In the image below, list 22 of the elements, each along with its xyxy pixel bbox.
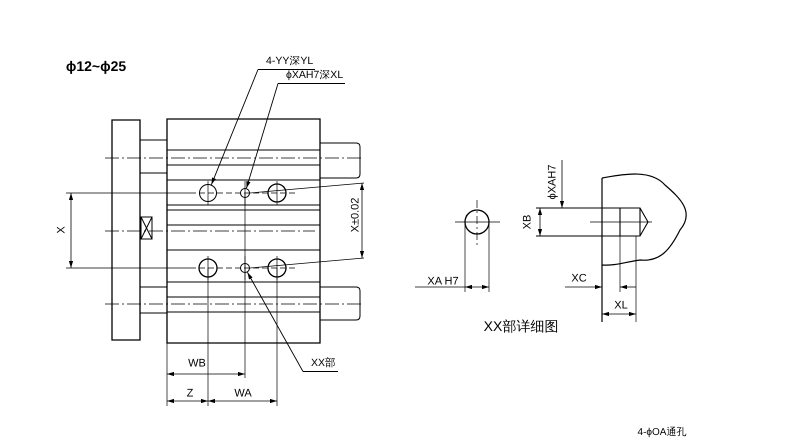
- dimension-label: WB: [188, 358, 206, 370]
- dimension-label: XC: [571, 274, 587, 284]
- leader-line: [246, 83, 278, 189]
- dimension-label: Z: [186, 388, 194, 400]
- dimension-label: XL: [614, 300, 628, 312]
- dimension-label: ϕXAH7: [548, 164, 558, 200]
- callout-text: XX部: [303, 358, 338, 372]
- hole-circle: [240, 188, 250, 198]
- hole-circle: [199, 184, 217, 202]
- callout-text: 4-YY深YL: [258, 56, 316, 70]
- detail-caption: XX部详细图: [484, 319, 558, 333]
- dimension-label: XB: [522, 214, 534, 230]
- callout-text: ϕXAH7深XL: [278, 70, 346, 84]
- dimension-label: X: [56, 226, 68, 234]
- leader-line: [247, 272, 304, 372]
- dimension-label: XA H7: [427, 276, 459, 288]
- size-range-title: ϕ12~ϕ25: [66, 59, 126, 73]
- dimension-label: WA: [234, 388, 252, 400]
- dimension-label: 4-ϕOA通孔: [638, 428, 686, 438]
- leader-line: [210, 69, 258, 186]
- dimension-label: X±0.02: [350, 198, 362, 232]
- hole-circle: [240, 263, 250, 273]
